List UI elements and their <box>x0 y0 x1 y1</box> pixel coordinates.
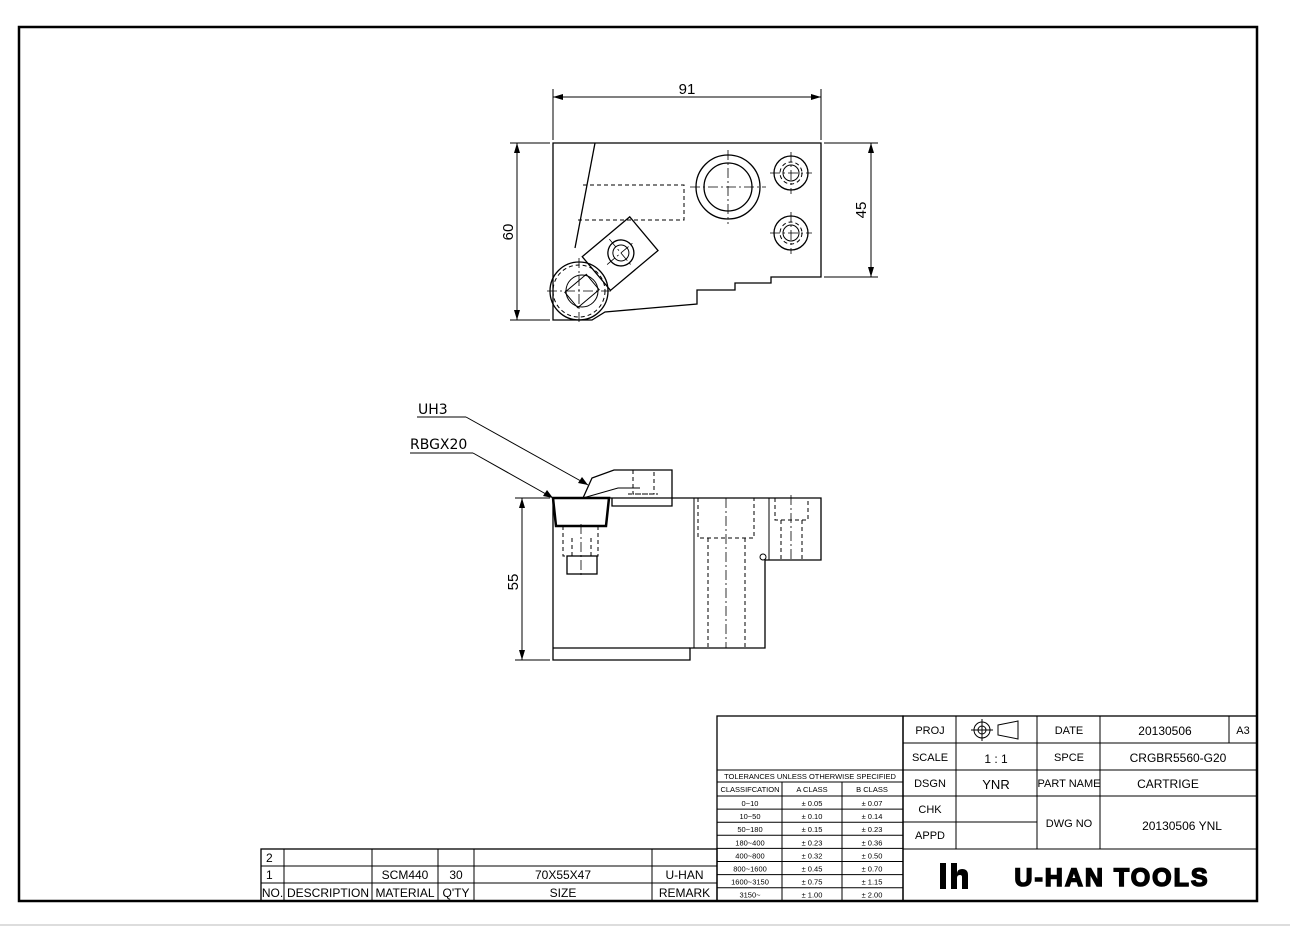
projection-symbol-icon <box>971 719 1019 741</box>
bom-header: NO. <box>262 886 283 900</box>
tolerance-cell: ± 0.70 <box>862 865 883 874</box>
bom-cell: SCM440 <box>382 868 429 882</box>
dsgn-value: YNR <box>982 777 1009 792</box>
leader-uh3: UH3 <box>418 402 448 418</box>
date-label: DATE <box>1055 725 1084 737</box>
tolerance-cell: ± 0.10 <box>802 812 823 821</box>
tolerance-cell: 0~10 <box>742 799 759 808</box>
tolerance-cell: ± 0.75 <box>802 878 823 887</box>
chk-label: CHK <box>918 804 942 816</box>
tolerance-cell: ± 2.00 <box>862 891 883 900</box>
bom-cell: 2 <box>266 851 273 865</box>
bom-cell: 30 <box>449 868 463 882</box>
top-view: 91 60 45 <box>500 81 878 324</box>
tolerance-cell: ± 0.23 <box>802 838 823 847</box>
scale-label: SCALE <box>912 752 948 764</box>
tolerance-cell: 180~400 <box>735 838 764 847</box>
tolerance-cell: 400~800 <box>735 851 764 860</box>
bom-table: 2 1 SCM440 30 70X55X47 U-HAN NO. DESCRIPTION MAT… <box>260 848 718 902</box>
tolerance-cell: 800~1600 <box>733 865 767 874</box>
tolerance-title: TOLERANCES UNLESS OTHERWISE SPECIFIED <box>724 772 896 781</box>
company-name: U-HAN TOOLS <box>1014 864 1209 892</box>
dwg-no-value: 20130506 YNL <box>1142 819 1222 833</box>
bom-header: MATERIAL <box>375 886 434 900</box>
part-name-label: PART NAME <box>1038 778 1101 790</box>
tolerance-cell: ± 0.45 <box>802 865 823 874</box>
tolerance-cell: ± 0.50 <box>862 851 883 860</box>
bom-header: DESCRIPTION <box>287 886 369 900</box>
bom-cell: 1 <box>266 868 273 882</box>
tolerance-cell: ± 0.36 <box>862 838 883 847</box>
bom-cell: 70X55X47 <box>535 868 591 882</box>
bom-cell: U-HAN <box>666 868 704 882</box>
bom-header: Q'TY <box>443 886 470 900</box>
tolerance-cell: ± 0.23 <box>862 825 883 834</box>
front-view: UH3 RBGX20 55 <box>410 402 822 661</box>
tolerance-cell: 3150~ <box>739 891 761 900</box>
tolerance-cell: ± 1.00 <box>802 891 823 900</box>
dwg-no-label: DWG NO <box>1046 818 1093 830</box>
spce-value: CRGBR5560-G20 <box>1130 751 1227 765</box>
dim-right-label: 45 <box>853 202 870 219</box>
tolerance-cell: 10~50 <box>739 812 760 821</box>
bom-header: SIZE <box>550 886 577 900</box>
tolerance-cell: ± 0.07 <box>862 799 883 808</box>
tolerance-cell: ± 0.32 <box>802 851 823 860</box>
dim-front-height-label: 55 <box>505 574 522 591</box>
dim-height-label: 60 <box>500 224 517 241</box>
date-value: 20130506 <box>1138 724 1192 738</box>
tolerance-cell: ± 1.15 <box>862 878 883 887</box>
title-block: PROJ DATE 20130506 A3 SCALE 1 : 1 SPCE C… <box>902 715 1258 902</box>
spce-label: SPCE <box>1054 752 1084 764</box>
dsgn-label: DSGN <box>914 778 946 790</box>
company-logo: U-HAN TOOLS <box>940 863 1209 893</box>
tol-header: A CLASS <box>796 785 827 794</box>
dim-width-label: 91 <box>679 81 696 98</box>
leader-rbgx20: RBGX20 <box>410 437 467 453</box>
tolerance-table: TOLERANCES UNLESS OTHERWISE SPECIFIED CL… <box>716 715 904 902</box>
tolerance-cell: ± 0.05 <box>802 799 823 808</box>
tolerance-cell: ± 0.15 <box>802 825 823 834</box>
scale-value: 1 : 1 <box>984 752 1008 766</box>
tolerance-cell: 1600~3150 <box>731 878 769 887</box>
sheet-size: A3 <box>1236 725 1249 737</box>
bom-header: REMARK <box>659 886 710 900</box>
tol-header: CLASSIFCATION <box>720 785 779 794</box>
appd-label: APPD <box>915 830 945 842</box>
tol-header: B CLASS <box>856 785 888 794</box>
part-name-value: CARTRIGE <box>1137 777 1199 791</box>
tolerance-cell: 50~180 <box>737 825 762 834</box>
proj-label: PROJ <box>915 725 944 737</box>
tolerance-cell: ± 0.14 <box>862 812 883 821</box>
